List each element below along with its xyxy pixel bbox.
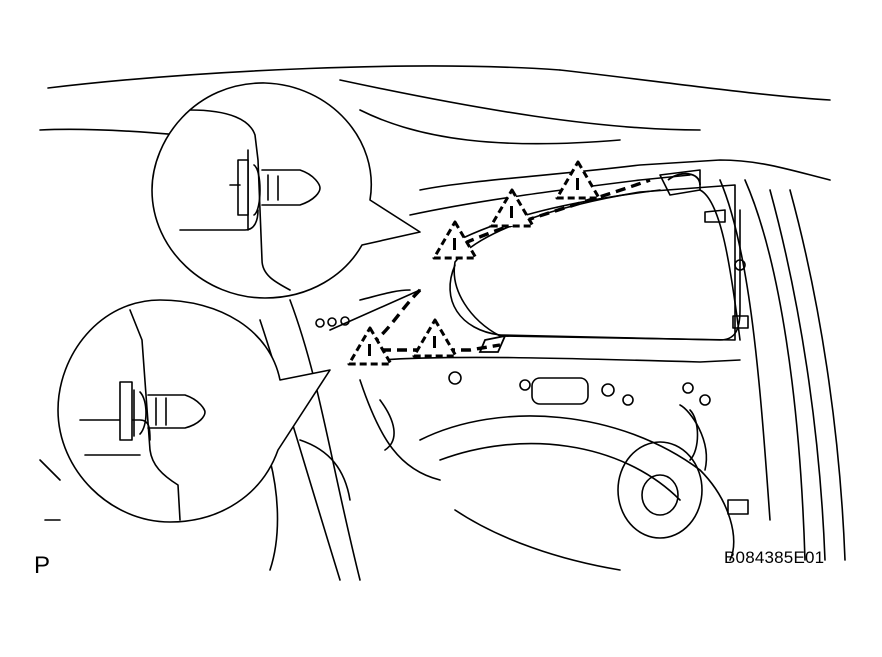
c-pillar bbox=[699, 179, 846, 561]
lower-clip-path bbox=[365, 343, 501, 352]
upper-clip-path bbox=[449, 178, 651, 252]
lower-clip-detail bbox=[57, 299, 331, 523]
connector-path bbox=[368, 288, 422, 347]
inner-panel bbox=[359, 356, 741, 571]
view-marker: P bbox=[34, 552, 51, 579]
upper-clip-detail bbox=[151, 82, 421, 299]
figure-code: B084385E01 bbox=[724, 548, 825, 567]
speaker bbox=[617, 404, 708, 539]
body-side-lines bbox=[39, 289, 421, 581]
roof-lines bbox=[39, 65, 831, 151]
quarter-window-opening bbox=[453, 184, 736, 341]
clip-hook bbox=[478, 334, 507, 353]
